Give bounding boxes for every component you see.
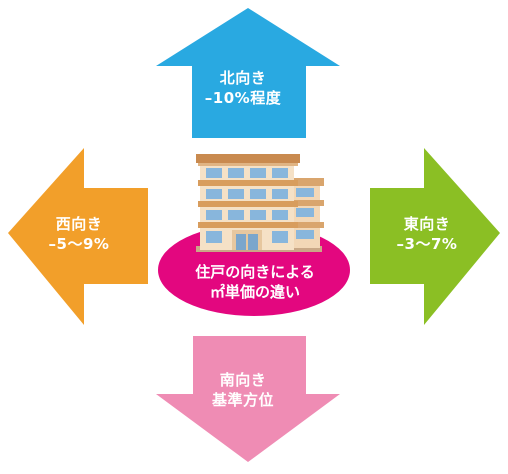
center-line-1: 住戸の向きによる xyxy=(195,263,315,281)
west-arrow xyxy=(8,148,148,325)
north-value: –10%程度 xyxy=(204,89,282,107)
east-direction: 東向き xyxy=(403,215,451,233)
north-direction: 北向き xyxy=(219,69,267,87)
south-arrow xyxy=(156,336,340,462)
west-direction: 西向き xyxy=(55,215,103,233)
center-line-2: ㎡単価の違い xyxy=(209,283,300,301)
east-arrow-label: 東向き –3〜7% xyxy=(372,214,482,254)
east-arrow xyxy=(370,148,500,325)
center-label: 住戸の向きによる ㎡単価の違い xyxy=(165,262,345,302)
south-arrow-label: 南向き 基準方位 xyxy=(178,370,308,410)
north-arrow xyxy=(156,8,340,138)
south-value: 基準方位 xyxy=(211,391,274,409)
north-arrow-label: 北向き –10%程度 xyxy=(178,68,308,108)
west-value: –5〜9% xyxy=(48,235,110,253)
west-arrow-label: 西向き –5〜9% xyxy=(24,214,134,254)
south-direction: 南向き xyxy=(219,371,267,389)
apartment-building-icon xyxy=(196,154,324,252)
east-value: –3〜7% xyxy=(396,235,458,253)
